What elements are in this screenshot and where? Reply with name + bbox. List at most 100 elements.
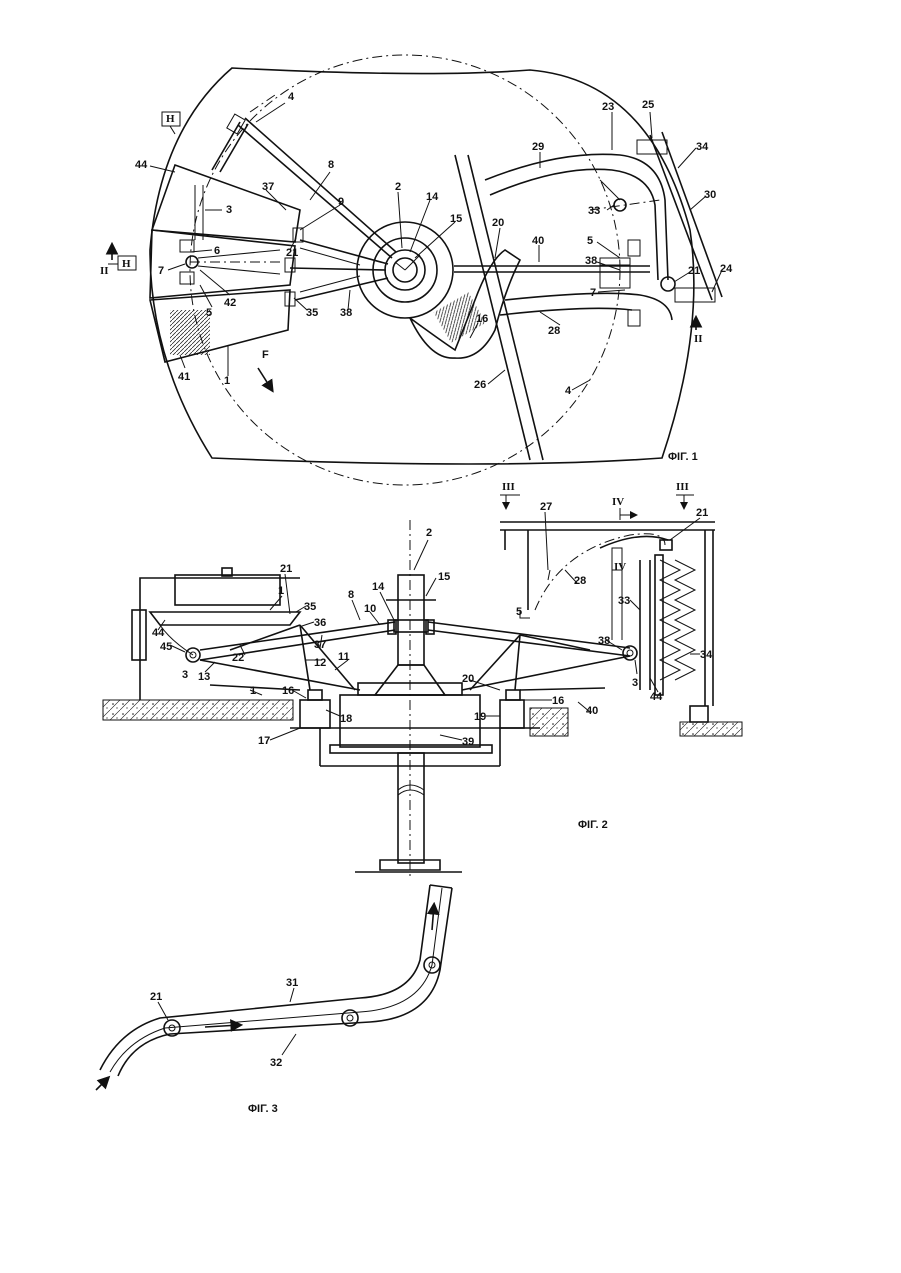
fig2-label: III bbox=[502, 481, 515, 493]
fig1-label: 16 bbox=[476, 313, 488, 325]
fig1-label: 3 bbox=[226, 204, 232, 216]
fig1-label: 26 bbox=[474, 379, 486, 391]
fig1-label: 20 bbox=[492, 217, 504, 229]
fig1-label: 9 bbox=[338, 196, 344, 208]
fig1-label: 25 bbox=[642, 99, 654, 111]
fig1-label: 8 bbox=[328, 159, 334, 171]
fig1-label: 37 bbox=[262, 181, 274, 193]
fig1-label: 33 bbox=[588, 205, 600, 217]
fig1-label: 28 bbox=[548, 325, 560, 337]
fig1-label: 6 bbox=[214, 245, 220, 257]
fig1-label: 21 bbox=[286, 247, 298, 259]
figure-2: 2 15 14 III IV III 27 21 28 1 21 35 36 8… bbox=[103, 481, 742, 880]
svg-text:H: H bbox=[122, 258, 131, 270]
fig2-label: 10 bbox=[364, 603, 376, 615]
fig2-label: III bbox=[676, 481, 689, 493]
fig2-label: 20 bbox=[462, 673, 474, 685]
fig3-leader-lines bbox=[158, 988, 296, 1055]
fig3-label: 21 bbox=[150, 991, 162, 1003]
fig1-label: 4 bbox=[288, 91, 295, 103]
fig2-label: 38 bbox=[598, 635, 610, 647]
fig2-label: 34 bbox=[700, 649, 713, 661]
fig2-label: 15 bbox=[438, 571, 450, 583]
figure-1-caption: ΦΙΓ. 1 bbox=[668, 451, 698, 463]
fig3-flow-arrow bbox=[432, 905, 434, 930]
fig1-label: 41 bbox=[178, 371, 190, 383]
fig3-rail-inner bbox=[118, 888, 452, 1076]
fig1-label: 5 bbox=[206, 307, 212, 319]
fig2-label: 44 bbox=[650, 691, 663, 703]
fig1-label: 4 bbox=[565, 385, 572, 397]
fig2-label: 16 bbox=[552, 695, 564, 707]
fig1-label: 2 bbox=[395, 181, 401, 193]
fig2-label: 2 bbox=[426, 527, 432, 539]
fig2-section-markers bbox=[500, 495, 694, 520]
figure-3: 21 31 32 ΦΙΓ. 3 bbox=[96, 885, 452, 1115]
fig1-label: 29 bbox=[532, 141, 544, 153]
fig2-label: 3 bbox=[632, 677, 638, 689]
fig3-rail-outer bbox=[100, 885, 430, 1070]
fig3-label: 31 bbox=[286, 977, 298, 989]
figure-1: H H bbox=[100, 55, 733, 485]
fig2-label: 35 bbox=[304, 601, 316, 613]
fig1-arrow-f bbox=[258, 368, 272, 390]
fig2-base bbox=[103, 700, 742, 766]
fig1-gondolas-left bbox=[150, 165, 303, 362]
fig2-label: 37 bbox=[314, 639, 326, 651]
fig2-label: 1 bbox=[250, 685, 256, 697]
fig3-label: 32 bbox=[270, 1057, 282, 1069]
figure-3-caption: ΦΙΓ. 3 bbox=[248, 1103, 278, 1115]
fig2-label: 18 bbox=[340, 713, 352, 725]
fig3-flow-arrow bbox=[205, 1025, 240, 1027]
fig2-label: 13 bbox=[198, 671, 210, 683]
fig2-label: 21 bbox=[280, 563, 292, 575]
fig1-label: F bbox=[262, 349, 269, 361]
fig1-label: II bbox=[100, 265, 109, 277]
fig1-label: 40 bbox=[532, 235, 544, 247]
fig1-label: 44 bbox=[135, 159, 148, 171]
fig2-label: 44 bbox=[152, 627, 165, 639]
fig1-label: 35 bbox=[306, 307, 318, 319]
fig1-label: 21 bbox=[688, 265, 700, 277]
fig2-label: IV bbox=[614, 561, 626, 573]
fig2-label: 27 bbox=[540, 501, 552, 513]
fig1-label: II bbox=[694, 333, 703, 345]
fig2-trusses bbox=[200, 620, 637, 690]
fig2-label: 45 bbox=[160, 641, 172, 653]
fig2-label: 5 bbox=[516, 606, 522, 618]
fig1-label: 42 bbox=[224, 297, 236, 309]
fig1-label: 23 bbox=[602, 101, 614, 113]
fig2-label: 21 bbox=[696, 507, 708, 519]
figure-2-caption: ΦΙΓ. 2 bbox=[578, 819, 608, 831]
svg-text:H: H bbox=[166, 113, 175, 125]
fig2-label: 39 bbox=[462, 736, 474, 748]
fig2-label: 22 bbox=[232, 652, 244, 664]
fig1-label: 5 bbox=[587, 235, 593, 247]
fig2-label: 28 bbox=[574, 575, 586, 587]
fig1-label: 14 bbox=[426, 191, 439, 203]
fig2-central-column bbox=[330, 520, 492, 880]
fig2-label: 33 bbox=[618, 595, 630, 607]
fig1-label: 15 bbox=[450, 213, 462, 225]
fig2-label: 40 bbox=[586, 705, 598, 717]
fig1-label: 24 bbox=[720, 263, 733, 275]
fig1-label: 30 bbox=[704, 189, 716, 201]
fig1-label: 7 bbox=[158, 265, 164, 277]
fig2-label: 3 bbox=[182, 669, 188, 681]
fig2-label: 8 bbox=[348, 589, 354, 601]
fig2-label: 17 bbox=[258, 735, 270, 747]
fig2-label: 12 bbox=[314, 657, 326, 669]
fig2-right-frame bbox=[500, 522, 715, 706]
fig1-right-structure bbox=[455, 132, 722, 460]
fig2-label: 11 bbox=[338, 651, 350, 663]
fig1-label: 1 bbox=[224, 375, 230, 387]
fig1-label: 38 bbox=[585, 255, 597, 267]
fig2-label: 36 bbox=[314, 617, 326, 629]
fig2-label: 16 bbox=[282, 685, 294, 697]
fig1-label: 7 bbox=[590, 287, 596, 299]
fig1-label: 38 bbox=[340, 307, 352, 319]
fig3-inlet-arrow bbox=[96, 1078, 108, 1090]
fig2-label: 1 bbox=[278, 585, 284, 597]
fig2-label: IV bbox=[612, 496, 624, 508]
fig2-label: 14 bbox=[372, 581, 385, 593]
